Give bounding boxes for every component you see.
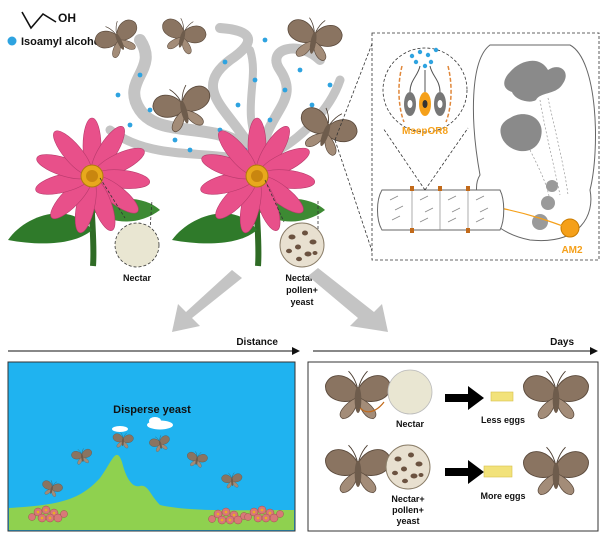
branch-arrows [172,268,388,332]
days-axis: Days [313,337,598,355]
isoamyl-alcohol-label: Isoamyl alcohol [21,36,104,48]
dish-label-line3: yeast [290,297,313,307]
treatment-label-line3: yeast [396,516,419,526]
distance-axis: Distance [8,337,300,355]
flower-right [172,117,325,267]
odor-dot-icon [7,36,17,46]
days-label: Days [550,337,574,348]
hydroxyl-label: OH [58,11,76,25]
disperse-yeast-label: Disperse yeast [113,404,191,416]
treatment-label-line2: pollen+ [392,505,424,515]
olfactory-pathway-panel: AM2 MsepOR8 [334,32,600,261]
more-eggs-label: More eggs [480,491,525,501]
treatment-label-line1: Nectar+ [391,494,424,504]
nectar-pollen-yeast-dish: Nectar+ pollen+ yeast [264,179,325,307]
isoamyl-alcohol-structure: OH Isoamyl alcohol [7,11,104,48]
arrow-right-icon [445,386,484,410]
am2-glomerulus-label: AM2 [561,245,583,256]
receptor-label: MsepOR8 [402,126,449,137]
distance-label: Distance [236,337,278,348]
oviposition-panel: Nectar Less eggs Nectar+ pollen+ yeast M… [307,361,599,532]
moth-icon [156,13,209,58]
flower-left [8,117,160,267]
dispersal-panel: Disperse yeast [7,361,296,532]
dish-label-line1: Nectar+ [285,273,318,283]
cloud-icon [112,417,173,432]
less-eggs-label: Less eggs [481,415,525,425]
nectar-dish: Nectar [99,177,160,283]
dish-label-line2: pollen+ [286,285,318,295]
nectar-label: Nectar [123,273,152,283]
nectar-treatment-label: Nectar [396,419,425,429]
arrow-right-icon [445,460,484,484]
